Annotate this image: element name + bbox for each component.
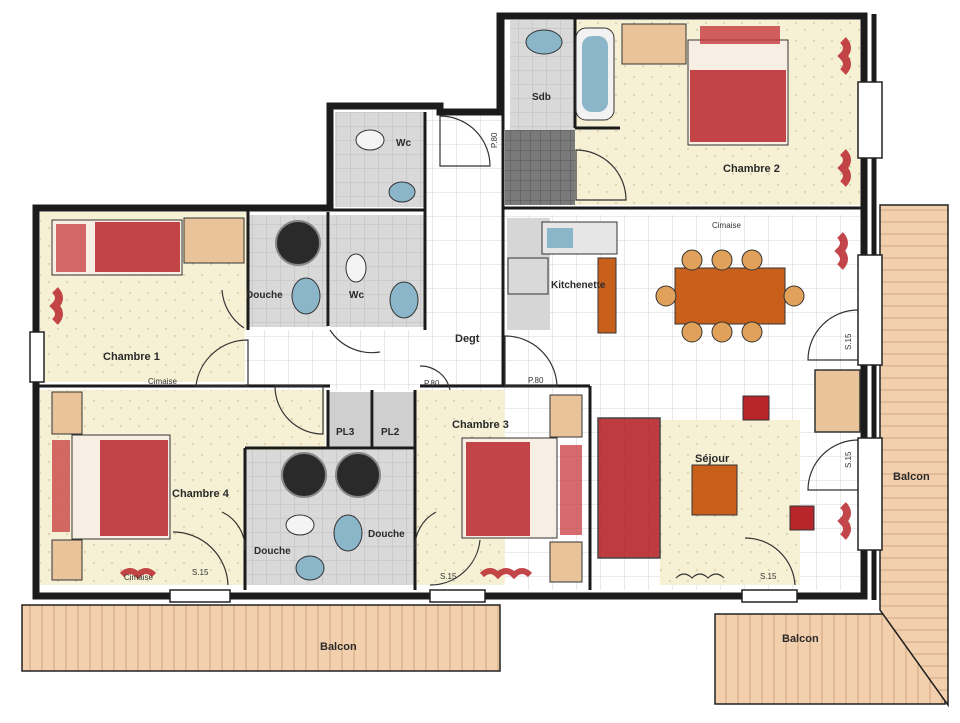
balcony-bottom-left: [21, 604, 501, 672]
label-s15-sejour: S.15: [760, 572, 777, 581]
floor-pl2: [374, 392, 414, 448]
label-s15-right-2: S.15: [844, 451, 853, 468]
shower-douche-left: [275, 220, 321, 266]
label-douche-bottom-left: Douche: [254, 546, 291, 557]
toilet-wc-top: [355, 129, 385, 151]
sink-douche-bottom-b: [295, 555, 325, 581]
kitchen-hob: [507, 257, 549, 295]
wardrobe-chambre-1: [183, 217, 245, 264]
bed-chambre-2: [687, 26, 789, 146]
label-pl2: PL2: [381, 427, 400, 438]
label-p80-c: P.80: [490, 132, 499, 148]
label-chambre-1: Chambre 1: [103, 351, 160, 363]
label-sejour: Séjour: [695, 453, 730, 465]
toilet-wc-mid: [345, 253, 367, 283]
label-cimaise-top: Cimaise: [712, 221, 741, 230]
dining-table: [655, 249, 805, 343]
door-swings: [172, 115, 859, 586]
sink-wc-mid: [389, 281, 419, 319]
nightstand-ch4-bottom: [51, 539, 83, 581]
label-wc-mid: Wc: [349, 290, 364, 301]
label-kitchenette: Kitchenette: [551, 280, 606, 291]
label-p80-b: P.80: [528, 376, 544, 385]
wardrobe-chambre-2: [621, 23, 687, 65]
heater-sejour: [675, 573, 725, 579]
coffee-table: [691, 464, 738, 516]
floor-sdb-dark: [505, 130, 575, 205]
armchair-b: [789, 505, 815, 531]
label-sdb: Sdb: [532, 92, 551, 103]
shower-douche-bottom-a: [281, 452, 327, 498]
kitchen-sink-basin: [547, 228, 573, 248]
label-wc-top: Wc: [396, 138, 411, 149]
floor-hall: [245, 330, 505, 390]
label-pl3: PL3: [336, 427, 355, 438]
windows: [29, 81, 883, 603]
floor-pl3: [328, 392, 372, 448]
label-cimaise-bottom: Cimaise: [124, 573, 153, 582]
curtain-chambre-4: [119, 568, 157, 580]
curtain-chambre-3: [479, 568, 533, 580]
sink-douche-bottom-a: [333, 514, 363, 552]
bed-chambre-4: [52, 434, 171, 540]
curtain-chambre-2-b: [837, 149, 851, 187]
toilet-douche-bottom: [285, 514, 315, 536]
curtain-sejour-a: [834, 232, 848, 270]
bed-chambre-1: [51, 219, 183, 276]
shower-douche-bottom-b: [335, 452, 381, 498]
label-s15-ch4: S.15: [192, 568, 209, 577]
label-s15-ch3: S.15: [440, 572, 457, 581]
curtain-chambre-1: [49, 287, 63, 325]
sink-sdb: [525, 29, 563, 55]
armchair-a: [742, 395, 770, 421]
bathtub-sdb: [575, 27, 615, 121]
sofa: [597, 417, 661, 559]
label-cimaise-left: Cimaise: [148, 377, 177, 386]
curtain-chambre-2-a: [837, 37, 851, 75]
label-balcon-right: Balcon: [893, 471, 930, 483]
fireplace: [814, 369, 861, 433]
kitchen-bar: [597, 257, 617, 334]
label-chambre-3: Chambre 3: [452, 419, 509, 431]
nightstand-ch4-top: [51, 391, 83, 435]
label-chambre-2: Chambre 2: [723, 163, 780, 175]
bed-chambre-3: [461, 437, 582, 539]
sink-douche-left: [291, 277, 321, 315]
label-douche-left: Douche: [246, 290, 283, 301]
label-s15-right-1: S.15: [844, 333, 853, 350]
sink-wc-top: [388, 181, 416, 203]
nightstand-ch3-top: [549, 394, 583, 438]
label-degt: Degt: [455, 333, 480, 345]
nightstand-ch3-bottom: [549, 541, 583, 583]
label-douche-bottom-right: Douche: [368, 529, 405, 540]
label-chambre-4: Chambre 4: [172, 488, 230, 500]
label-balcon-bottom-right: Balcon: [782, 633, 819, 645]
label-p80-a: P.80: [424, 379, 440, 388]
curtain-sejour-b: [837, 502, 851, 540]
floor-douche-bottom: [245, 450, 415, 585]
label-balcon-bottom-left: Balcon: [320, 641, 357, 653]
